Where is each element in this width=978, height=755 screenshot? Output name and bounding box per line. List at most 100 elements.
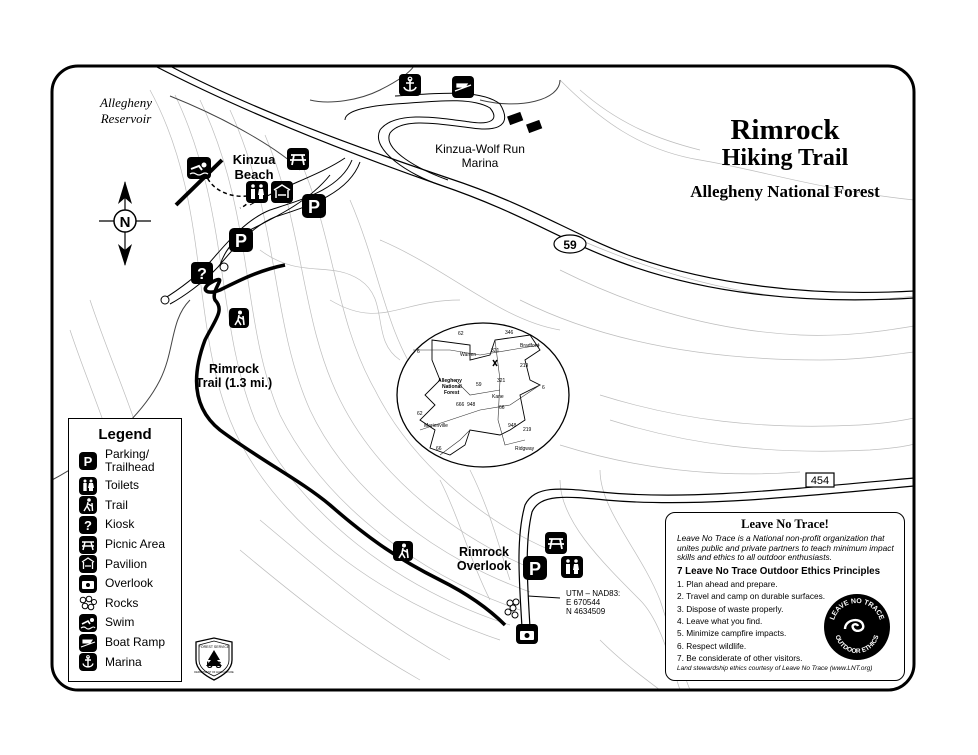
marina-road [344, 92, 506, 186]
legend-item: Pavilion [69, 554, 181, 574]
svg-text:346: 346 [505, 330, 514, 336]
legend-label: Rocks [105, 595, 139, 610]
svg-text:FOREST SERVICE: FOREST SERVICE [199, 645, 230, 649]
svg-text:Kane: Kane [492, 394, 504, 400]
parking-icon: P [523, 556, 547, 580]
svg-text:Ridgway: Ridgway [515, 446, 535, 452]
swimmer-icon [187, 157, 211, 179]
lnt-credit: Land stewardship ethics courtesy of Leav… [677, 664, 873, 672]
hiker-icon [79, 496, 97, 515]
lnt-principle: 1. Plan ahead and prepare. [677, 578, 778, 589]
legend-label: Marina [105, 654, 142, 669]
anchor-icon [399, 74, 421, 96]
pavilion-icon [271, 181, 293, 203]
svg-text:59: 59 [563, 238, 577, 252]
utm-pointer [527, 595, 561, 599]
svg-text:N: N [120, 214, 131, 231]
svg-text:National: National [442, 384, 462, 390]
svg-text:Allegheny: Allegheny [438, 378, 462, 384]
cul-de-sac [219, 262, 229, 272]
hiker-icon [393, 541, 413, 561]
svg-text:P: P [84, 454, 93, 469]
lnt-principle: 3. Dispose of waste properly. [677, 603, 784, 614]
svg-text:66: 66 [499, 405, 505, 411]
svg-text:Marienville: Marienville [424, 423, 448, 429]
marina-label: Kinzua-Wolf Run Marina [435, 142, 525, 170]
camera-icon [516, 624, 538, 644]
parking-icon: P [79, 452, 97, 470]
legend-item: Toilets [69, 476, 181, 496]
legend-label: Trail [105, 497, 128, 512]
legend-label: Overlook [105, 576, 154, 591]
svg-text:U S: U S [206, 660, 221, 670]
legend-label: Toilets [105, 478, 140, 493]
svg-text:P: P [308, 197, 320, 217]
lnt-principle: 5. Minimize campfire impacts. [677, 628, 787, 639]
utm-northing: N 4634509 [566, 607, 606, 616]
lnt-principle: 7. Be considerate of other visitors. [677, 653, 803, 664]
picnic-table-icon [545, 532, 567, 554]
boat-ramp-icon [452, 76, 474, 98]
toilets-icon [246, 181, 268, 203]
anchor-icon [79, 653, 97, 672]
route-454-shield: 454 [805, 472, 835, 488]
legend-item: Boat Ramp [69, 633, 181, 653]
picnic-table-icon [287, 148, 309, 170]
lnt-principle: 6. Respect wildlife. [677, 640, 747, 651]
toilets-icon [79, 476, 97, 495]
svg-text:Warren: Warren [460, 352, 476, 358]
svg-text:?: ? [197, 266, 207, 283]
docked-boat [507, 111, 524, 126]
svg-text:219: 219 [523, 427, 532, 433]
svg-text:?: ? [84, 518, 92, 533]
legend-item: Overlook [69, 574, 181, 594]
legend-label: Pavilion [105, 556, 148, 571]
rocks-icon [79, 594, 97, 612]
svg-text:6: 6 [417, 349, 420, 355]
map-title: Rimrock [730, 114, 840, 146]
svg-text:59: 59 [476, 382, 482, 388]
picnic-table-icon [79, 535, 97, 554]
svg-text:219: 219 [520, 363, 529, 369]
beach-access-roads [161, 157, 361, 305]
camera-icon [79, 574, 97, 593]
legend-item: ? Kiosk [69, 515, 181, 535]
lnt-principles: 1. Plan ahead and prepare. 2. Travel and… [666, 578, 904, 665]
svg-text:666: 666 [456, 402, 465, 408]
beach-footpath [204, 171, 251, 209]
route-59-road [154, 65, 915, 301]
north-compass: N [99, 181, 151, 266]
inset-locator-map: Warren Bradford Kane Marienville Ridgway… [396, 322, 570, 468]
rocks-icon [504, 598, 520, 619]
boat-ramp-icon [79, 633, 97, 652]
legend-title: Legend [98, 426, 152, 443]
lnt-subtitle: 7 Leave No Trace Outdoor Ethics Principl… [677, 565, 881, 577]
svg-text:Bradford: Bradford [520, 343, 539, 349]
svg-text:321: 321 [497, 378, 506, 384]
kiosk-icon: ? [79, 515, 97, 534]
legend-item: Picnic Area [69, 535, 181, 555]
lnt-intro: Leave No Trace is a National non-profit … [677, 533, 894, 563]
svg-text:62: 62 [417, 411, 423, 417]
svg-text:6: 6 [542, 385, 545, 391]
lnt-title: Leave No Trace! [741, 517, 829, 531]
svg-text:62: 62 [458, 331, 464, 337]
svg-text:DEPARTMENT OF AGRICULTURE: DEPARTMENT OF AGRICULTURE [194, 671, 234, 674]
svg-text:P: P [529, 559, 541, 579]
svg-text:P: P [235, 231, 247, 251]
lnt-principle: 2. Travel and camp on durable surfaces. [677, 591, 826, 602]
legend-label: Swim [105, 615, 135, 630]
kinzua-beach-label: Kinzua Beach [232, 152, 276, 182]
legend-item: Rocks [69, 594, 181, 614]
rimrock-trail [194, 263, 507, 627]
docked-boat [526, 119, 543, 134]
parking-icon: P [302, 194, 326, 218]
legend-label: Boat Ramp [105, 635, 166, 650]
trail-label: Rimrock Trail (1.3 mi.) [195, 362, 273, 390]
svg-text:948: 948 [467, 402, 476, 408]
parking-icon: P [229, 228, 253, 252]
legend-item: P Parking/ Trailhead [69, 446, 181, 476]
utm-datum: UTM – NAD83: [566, 589, 621, 598]
svg-text:Forest: Forest [444, 390, 460, 396]
utm-coordinates: UTM – NAD83: E 670544 N 4634509 [566, 589, 620, 616]
